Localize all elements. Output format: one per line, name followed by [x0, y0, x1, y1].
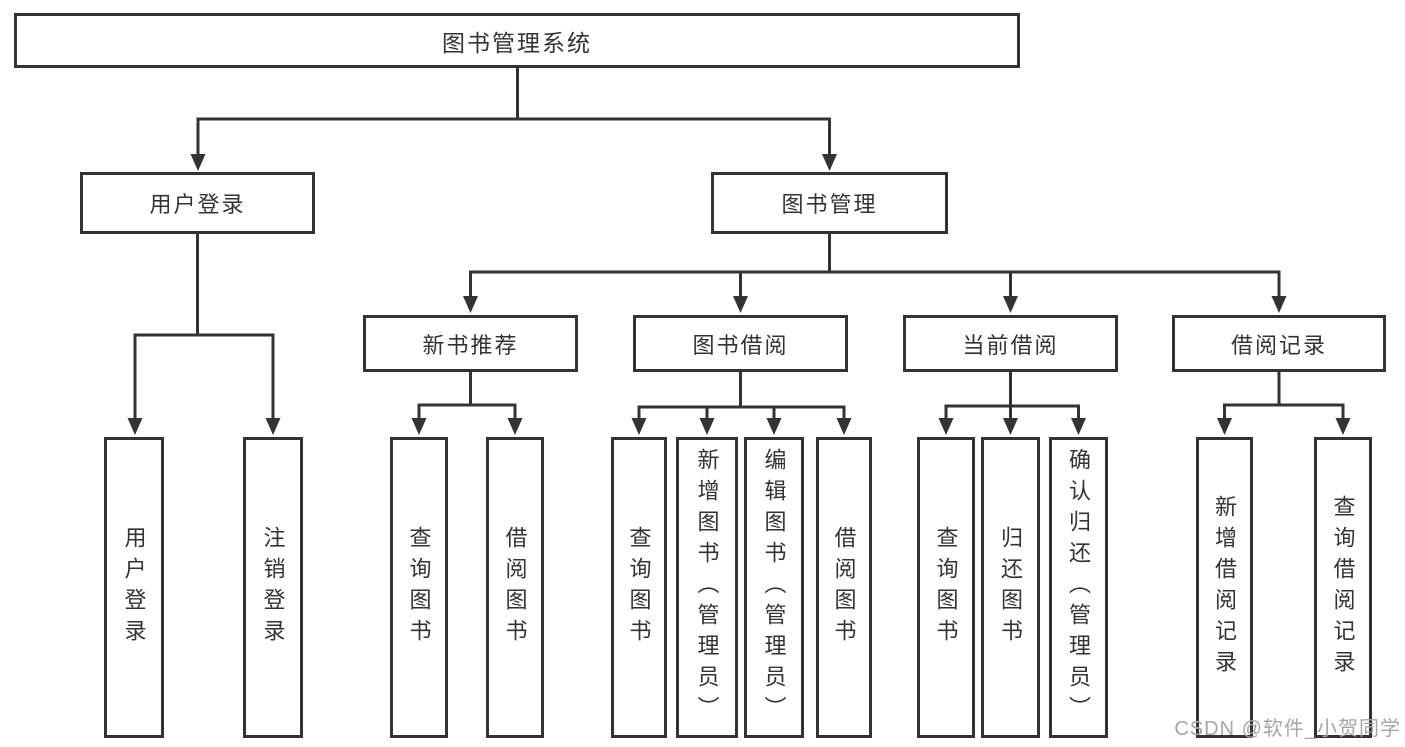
- node-leaf-cb-confirm-return: 确认归还（管理员）: [1049, 437, 1108, 738]
- node-leaf-br-add-record: 新增借阅记录: [1196, 437, 1253, 738]
- node-label: 查询借阅记录: [1330, 494, 1356, 681]
- node-leaf-br-query-record: 查询借阅记录: [1314, 437, 1372, 738]
- node-label: 新增借阅记录: [1212, 494, 1238, 681]
- node-leaf-bb-borrow-books: 借阅图书: [816, 437, 872, 738]
- node-current-borrowing: 当前借阅: [903, 315, 1118, 372]
- node-user-login: 用户登录: [80, 172, 315, 234]
- node-label: 查询图书: [626, 525, 652, 650]
- node-label: 新书推荐: [422, 332, 519, 358]
- node-label: 新增图书（管理员）: [694, 448, 720, 727]
- node-label: 图书管理: [781, 192, 878, 217]
- node-label: 查询图书: [406, 525, 432, 650]
- edge-book-borrowing-split: [637, 368, 846, 409]
- node-label: 编辑图书（管理员）: [761, 448, 787, 727]
- edge-current-borrowing-split: [944, 368, 1080, 408]
- node-leaf-bb-add-books: 新增图书（管理员）: [676, 437, 738, 738]
- node-label: 归还图书: [998, 525, 1024, 650]
- node-label: 注销登录: [260, 525, 286, 650]
- node-label: 借阅图书: [502, 525, 528, 650]
- node-leaf-user-login: 用户登录: [104, 437, 164, 738]
- node-book-borrowing: 图书借阅: [633, 315, 848, 372]
- node-leaf-logout: 注销登录: [243, 437, 303, 738]
- edge-root-to-level2: [196, 64, 831, 121]
- node-label: 借阅图书: [831, 525, 857, 650]
- edge-new-book-recommend-split: [417, 368, 517, 407]
- edge-user-login-split: [133, 230, 275, 337]
- node-root-library-management-system: 图书管理系统: [14, 13, 1020, 68]
- node-leaf-cb-return-books: 归还图书: [981, 437, 1040, 738]
- node-leaf-cb-query-books: 查询图书: [917, 437, 975, 738]
- node-label: 图书管理系统: [442, 29, 592, 56]
- csdn-watermark: CSDN @软件_小贺同学: [1174, 718, 1401, 740]
- node-leaf-nbr-borrow-books: 借阅图书: [486, 437, 544, 738]
- node-label: 确认归还（管理员）: [1066, 448, 1092, 727]
- node-leaf-bb-query-books: 查询图书: [611, 437, 667, 738]
- node-label: 当前借阅: [962, 332, 1059, 358]
- node-leaf-nbr-query-books: 查询图书: [390, 437, 448, 738]
- node-label: 用户登录: [121, 525, 147, 650]
- node-label: 图书借阅: [692, 332, 789, 358]
- edge-book-management-split: [469, 230, 1281, 274]
- node-label: 查询图书: [933, 525, 959, 650]
- edge-borrowing-records-split: [1223, 368, 1345, 407]
- node-label: 用户登录: [149, 192, 246, 217]
- node-book-management: 图书管理: [711, 172, 948, 234]
- node-leaf-bb-edit-books: 编辑图书（管理员）: [744, 437, 804, 738]
- node-new-book-recommend: 新书推荐: [363, 315, 578, 372]
- node-borrowing-records: 借阅记录: [1172, 315, 1386, 372]
- node-label: 借阅记录: [1230, 332, 1327, 358]
